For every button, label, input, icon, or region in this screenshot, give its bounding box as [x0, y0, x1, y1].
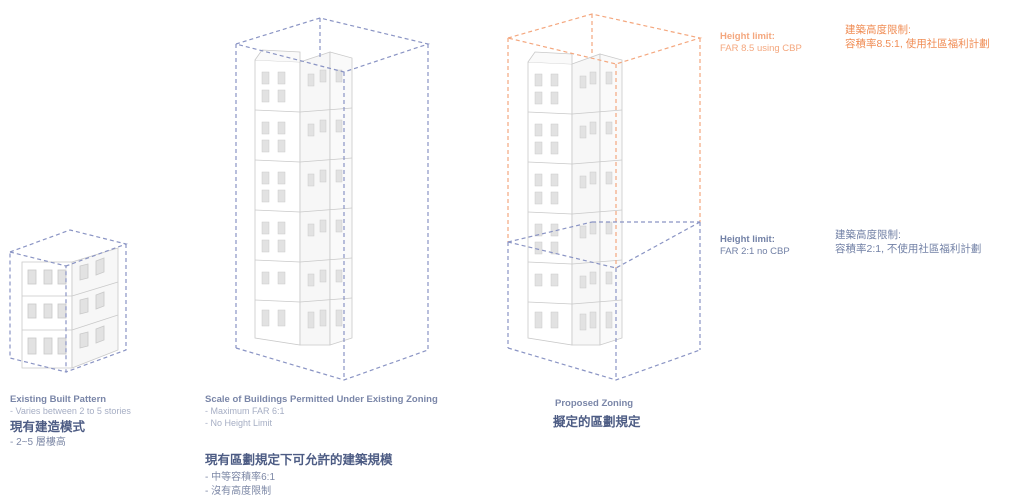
- permitted-sub-zh-2: - 沒有高度限制: [205, 486, 272, 497]
- existing-sub-zh: - 2~5 層樓高: [10, 437, 66, 448]
- lower-detail-zh: 容積率2:1, 不使用社區福利計劃: [835, 243, 982, 255]
- permitted-building-group: [235, 17, 431, 381]
- proposed-title-zh: 擬定的區劃規定: [553, 415, 641, 429]
- existing-sub-en: - Varies between 2 to 5 stories: [10, 406, 131, 416]
- permitted-sub-zh-1: - 中等容積率6:1: [205, 472, 276, 483]
- permitted-sub-en-1: - Maximum FAR 6:1: [205, 406, 285, 416]
- lower-detail-en: FAR 2:1 no CBP: [720, 246, 790, 257]
- proposed-building-group: [507, 13, 703, 381]
- existing-envelope-outline: [9, 229, 129, 373]
- permitted-building-windows: [261, 69, 343, 329]
- existing-building-drawing: [21, 247, 119, 369]
- upper-detail-zh: 容積率8.5:1, 使用社區福利計劃: [845, 38, 990, 50]
- upper-detail-en: FAR 8.5 using CBP: [720, 43, 802, 54]
- lower-heading-en: Height limit:: [720, 234, 775, 245]
- proposed-title-en: Proposed Zoning: [555, 398, 634, 409]
- existing-title-zh: 現有建造模式: [10, 420, 86, 434]
- existing-title-en: Existing Built Pattern: [10, 394, 107, 405]
- permitted-building-drawing: [254, 49, 353, 346]
- permitted-title-en: Scale of Buildings Permitted Under Exist…: [205, 394, 438, 405]
- existing-building-group: [9, 229, 129, 373]
- lower-heading-zh: 建築高度限制:: [835, 229, 901, 241]
- permitted-title-zh: 現有區劃規定下可允許的建築規模: [205, 453, 393, 467]
- permitted-envelope-outline: [235, 17, 431, 381]
- upper-heading-zh: 建築高度限制:: [845, 24, 911, 36]
- proposed-lower-envelope-outline: [507, 221, 701, 381]
- upper-heading-en: Height limit:: [720, 31, 775, 42]
- permitted-sub-en-2: - No Height Limit: [205, 418, 273, 428]
- proposed-building-windows: [534, 71, 613, 331]
- proposed-upper-envelope-outline: [507, 13, 703, 268]
